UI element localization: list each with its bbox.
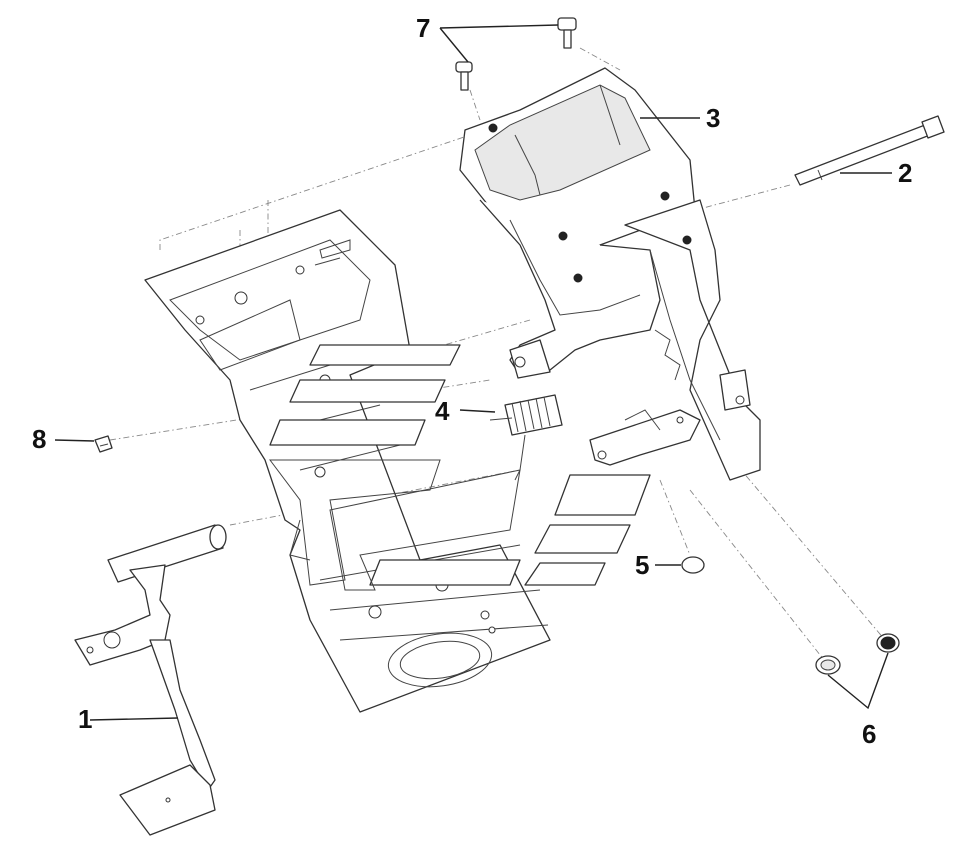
callout-7: 7 <box>416 13 430 43</box>
callout-1: 1 <box>78 704 92 734</box>
callout-5: 5 <box>635 550 649 580</box>
leader-lines <box>54 24 892 721</box>
callout-8: 8 <box>32 424 46 454</box>
fasteners <box>94 435 900 675</box>
callout-6: 6 <box>862 719 876 749</box>
return-spring <box>489 394 563 481</box>
callout-2: 2 <box>898 158 912 188</box>
pivot-bolt <box>794 115 945 186</box>
callout-labels: 1 2 3 4 5 6 7 8 <box>32 13 912 749</box>
mounting-bolts <box>455 17 577 91</box>
callout-3: 3 <box>706 103 720 133</box>
pedal-bracket <box>459 67 761 481</box>
brake-pedal <box>74 524 227 836</box>
floor-panel <box>144 209 551 713</box>
callout-4: 4 <box>435 396 450 426</box>
